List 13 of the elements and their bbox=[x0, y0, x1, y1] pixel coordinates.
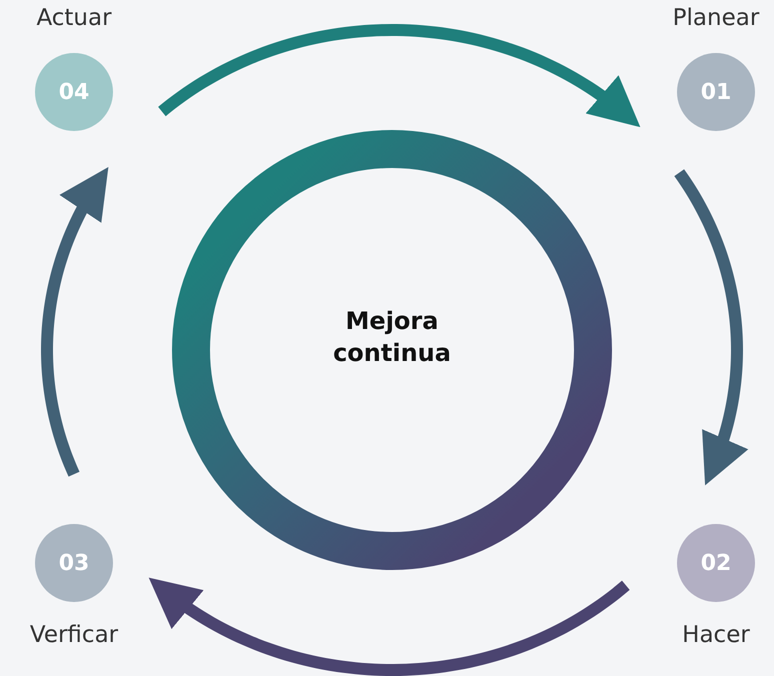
step-label: Verficar bbox=[30, 621, 118, 650]
cycle-arrow bbox=[674, 169, 748, 486]
step-number: 02 bbox=[677, 524, 755, 602]
step-label: Actuar bbox=[36, 4, 112, 33]
step-label: Planear bbox=[672, 4, 760, 33]
cycle-arrow bbox=[148, 578, 630, 676]
cycle-arrow bbox=[41, 167, 108, 477]
step-label: Hacer bbox=[682, 621, 750, 650]
step-number: 04 bbox=[35, 53, 113, 131]
cycle-arrow bbox=[158, 24, 640, 128]
step-number: 03 bbox=[35, 524, 113, 602]
center-label: Mejora continua bbox=[332, 306, 452, 369]
step-number: 01 bbox=[677, 53, 755, 131]
